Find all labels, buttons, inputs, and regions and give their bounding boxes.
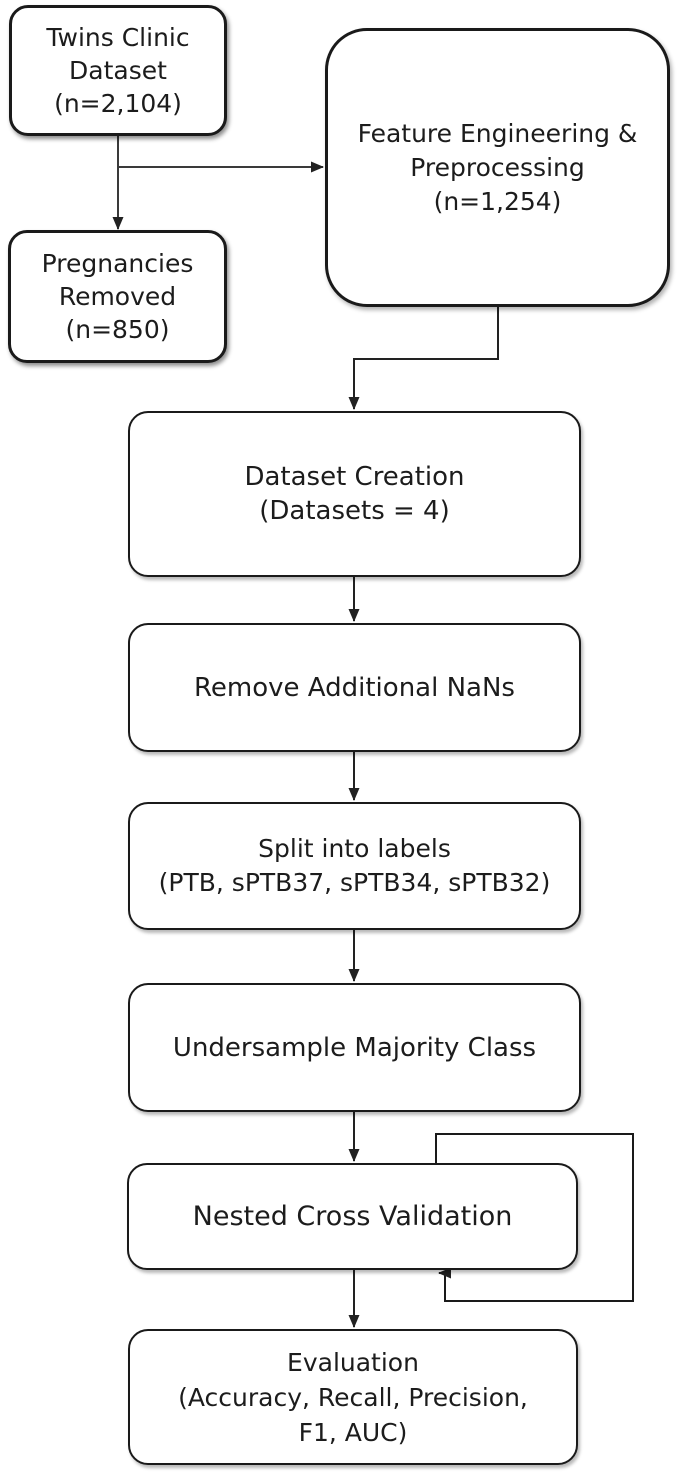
node-text-line: (n=1,254): [433, 186, 562, 216]
node-text-line: (PTB, sPTB37, sPTB34, sPTB32): [158, 868, 551, 897]
node-text-line: Nested Cross Validation: [192, 1200, 513, 1232]
node-text-line: Feature Engineering &: [357, 118, 638, 148]
node-evaluation: Evaluation (Accuracy, Recall, Precision,…: [128, 1329, 578, 1465]
node-feature-engineering: Feature Engineering & Preprocessing (n=1…: [325, 28, 670, 307]
node-nested-cross-validation: Nested Cross Validation: [127, 1163, 578, 1270]
node-text-line: Split into labels: [258, 834, 451, 863]
node-text-line: Evaluation: [287, 1347, 419, 1377]
node-text-line: (Datasets = 4): [259, 496, 450, 526]
node-dataset-creation: Dataset Creation (Datasets = 4): [128, 411, 581, 577]
node-text-line: (n=850): [65, 315, 170, 344]
node-text-line: Twins Clinic: [46, 23, 190, 52]
node-text-line: Undersample Majority Class: [172, 1032, 537, 1063]
arrow-nested-cv-loop: [435, 1133, 634, 1302]
node-pregnancies-removed: Pregnancies Removed (n=850): [8, 230, 227, 363]
arrow-feature-engineering-to-dataset-creation: [348, 307, 499, 410]
node-split-into-labels: Split into labels (PTB, sPTB37, sPTB34, …: [128, 802, 581, 930]
node-undersample-majority-class: Undersample Majority Class: [128, 983, 581, 1112]
node-text-line: (n=2,104): [54, 89, 182, 118]
node-text-line: F1, AUC): [298, 1417, 408, 1447]
node-text-line: Preprocessing: [410, 152, 585, 182]
node-remove-additional-nans: Remove Additional NaNs: [128, 623, 581, 752]
node-text-line: (Accuracy, Recall, Precision,: [178, 1382, 528, 1412]
node-text-line: Pregnancies: [41, 249, 194, 278]
node-text-line: Dataset: [69, 56, 167, 85]
node-text-line: Remove Additional NaNs: [194, 672, 515, 703]
node-text-line: Removed: [58, 282, 177, 311]
node-twins-clinic-dataset: Twins Clinic Dataset (n=2,104): [9, 5, 227, 136]
node-text-line: Dataset Creation: [244, 462, 465, 492]
